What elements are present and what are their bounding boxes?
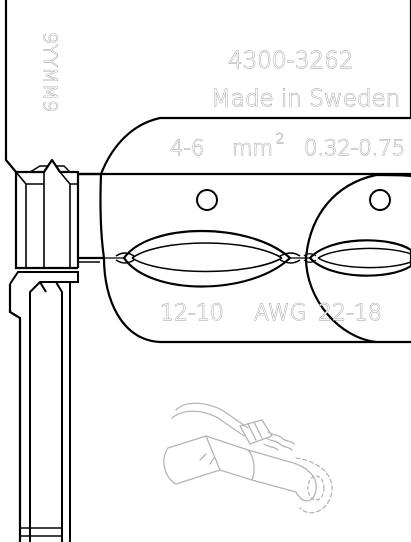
part-number: 4300-3262 — [228, 48, 353, 74]
handle-upper-bar — [15, 171, 78, 268]
origin-label: Made in Sweden — [211, 86, 400, 112]
alignment-hole-left — [196, 189, 218, 211]
unit-mm2-superscript: 2 — [276, 132, 284, 147]
plate-chamfer-right — [56, 165, 71, 173]
lower-jaw-outline — [92, 256, 411, 344]
unit-mm2: mm — [232, 136, 273, 160]
right-die-upper-arc-end — [375, 173, 411, 178]
right-die-lower-arc — [304, 257, 377, 344]
terminal-crimp-sketch-icon — [163, 402, 333, 514]
awg-range-left: 12-10 — [160, 301, 224, 326]
plate-chamfer-left — [29, 165, 48, 173]
crimp-profile-right — [303, 239, 411, 277]
upper-die-plate — [4, 0, 411, 176]
handle-lower-outer — [8, 284, 22, 542]
date-code-text: 9YYMM9 — [39, 32, 61, 112]
awg-range-right: 22-18 — [318, 301, 382, 326]
alignment-hole-right — [369, 189, 391, 211]
right-die-upper-arc — [304, 173, 377, 259]
crimp-profile-left — [115, 230, 301, 288]
upper-jaw-outline — [76, 172, 411, 268]
size-mm2-range: 4-6 — [170, 136, 204, 160]
size-alt-range: 0.32-0.75 — [304, 136, 405, 160]
handle-lower-bar — [9, 271, 79, 542]
left-die-upper-arc — [99, 173, 106, 259]
awg-unit: AWG — [254, 301, 307, 326]
date-code: 9YYMM9 — [39, 32, 62, 113]
handle-upper-bar-outer — [14, 172, 78, 270]
